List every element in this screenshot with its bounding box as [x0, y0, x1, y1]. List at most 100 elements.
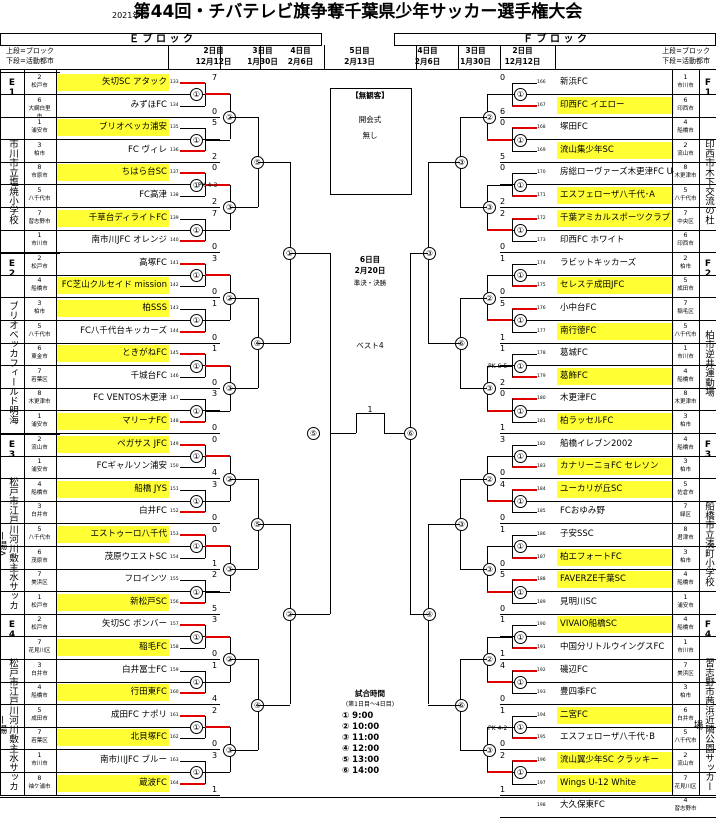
opening-box	[330, 88, 412, 195]
bracket-line	[512, 737, 537, 740]
bracket-line	[487, 275, 512, 277]
team-rank: 5	[683, 276, 688, 285]
score: 7	[212, 208, 218, 218]
bracket-line	[180, 82, 205, 84]
pk-note: PK 4-3	[198, 182, 218, 190]
bracket-line	[487, 771, 512, 774]
game-number: 193	[537, 690, 546, 696]
team-city: 柏市	[679, 467, 691, 474]
team-name: FAVERZE千葉SC	[557, 571, 674, 589]
match-marker-r1: ①	[190, 449, 203, 463]
match-marker-r1: ①	[514, 404, 527, 418]
team-city: 船橋市	[677, 128, 694, 135]
bracket-line	[512, 398, 537, 401]
team-name: 葛飾FC	[557, 367, 674, 385]
score: 2	[212, 570, 218, 580]
team-rank: 8	[683, 163, 688, 172]
game-number: 174	[537, 260, 546, 266]
bracket-line	[512, 217, 537, 220]
column-divider	[555, 45, 556, 69]
bracket-line	[460, 749, 487, 751]
bracket-line	[487, 500, 512, 503]
team-name: 茂原ウエストSC	[104, 551, 167, 562]
row-divider	[0, 116, 220, 118]
team-city: 木更津市	[28, 399, 51, 406]
day6-desc: 準決・決勝	[353, 279, 387, 287]
game-number: 194	[537, 712, 546, 718]
bracket-line	[512, 580, 513, 603]
row-divider	[0, 297, 220, 299]
match-marker-r1: ①	[514, 178, 527, 192]
team-name: ペガサス JFC	[57, 435, 169, 453]
team-city: 白井市	[31, 670, 48, 677]
score: 0	[212, 377, 218, 387]
team-rank: 3	[37, 502, 42, 511]
bracket-line	[512, 375, 537, 378]
row-divider	[0, 252, 220, 254]
team-city: 白井市	[677, 715, 694, 722]
team-rank: 7	[683, 660, 688, 669]
bracket-line	[180, 601, 205, 604]
row-divider	[0, 681, 220, 683]
row-divider	[500, 568, 716, 570]
team-city: 若葉区	[31, 738, 48, 745]
team-rank: 8	[683, 389, 688, 398]
team-rank: 4	[37, 276, 42, 285]
score: 4	[500, 479, 506, 489]
block-label: F 3	[704, 439, 712, 460]
score: 5	[212, 603, 218, 613]
bracket-line	[180, 467, 205, 469]
bracket-line	[180, 196, 205, 197]
row-divider	[500, 207, 716, 208]
game-number: 177	[537, 328, 546, 334]
score: 1	[212, 344, 218, 354]
row-divider	[0, 207, 220, 208]
score: 4	[500, 660, 506, 670]
game-number: 146	[170, 373, 179, 379]
bracket-line	[205, 93, 230, 96]
block-label: F 4	[704, 620, 712, 641]
row-divider	[500, 500, 716, 502]
bracket-line	[230, 297, 258, 299]
team-city: 印西市	[677, 105, 694, 112]
bracket-line	[180, 511, 205, 514]
team-rank: 2	[37, 253, 42, 262]
match-marker-r1: ①	[190, 766, 203, 780]
row-divider	[0, 591, 220, 593]
team-rank: 1	[683, 344, 688, 353]
team-city: 船橋市	[677, 625, 694, 632]
bracket-line	[512, 625, 513, 648]
game-number: 170	[537, 170, 546, 176]
legend-bottom-right: 下段=活動都市	[662, 57, 710, 65]
round-label: 5日目	[349, 46, 370, 55]
match-marker-r1: ①	[190, 675, 203, 689]
block-label: F 2	[704, 258, 712, 279]
team-name: FCおゆみ野	[560, 506, 605, 517]
bracket-line	[512, 241, 537, 243]
team-city: 浦安市	[31, 467, 48, 474]
score: 5	[212, 118, 218, 128]
team-rank: 6	[37, 344, 42, 353]
row-divider	[500, 478, 716, 480]
team-rank: 4	[37, 683, 42, 692]
match-marker-r1: ①	[514, 359, 527, 373]
match-marker-r1: ①	[190, 314, 203, 328]
game-number: 183	[537, 464, 546, 470]
bracket-line	[512, 625, 537, 627]
legend-bottom-left: 下段=活動都市	[6, 57, 54, 65]
team-name: エスフェローザ八千代･B	[560, 732, 655, 743]
row-divider	[500, 794, 716, 796]
score: 0	[500, 163, 506, 173]
team-rank: 7	[683, 502, 688, 511]
block-divider	[0, 433, 60, 435]
bracket-line	[487, 409, 512, 412]
team-city: 船橋市	[31, 286, 48, 293]
team-name: 白井FC	[139, 506, 167, 517]
team-name: マリーナFC	[57, 413, 169, 430]
score: 1	[500, 332, 506, 342]
bracket-line	[460, 478, 487, 480]
team-name: 柏SSS	[57, 300, 169, 317]
match-marker-r1: ①	[514, 223, 527, 237]
row-divider	[500, 274, 716, 276]
venue-name: 習志野市茜浜近隣公園サッカー場	[691, 657, 715, 791]
